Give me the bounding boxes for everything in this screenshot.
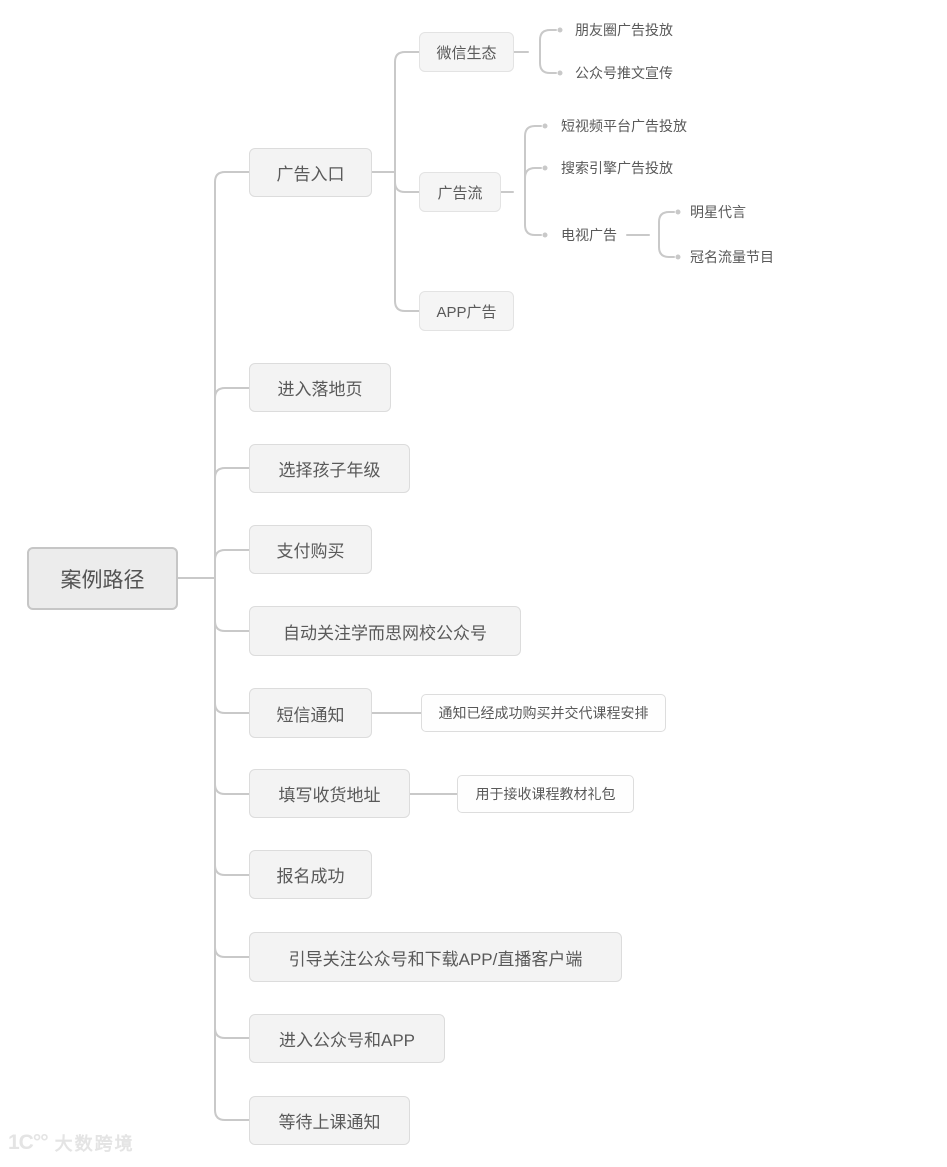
watermark-logo: 1C°° bbox=[8, 1131, 49, 1154]
node-guide-follow-download-app[interactable]: 引导关注公众号和下载APP/直播客户端 bbox=[249, 932, 622, 982]
leaf-short-video-platform-ads[interactable]: 短视频平台广告投放 bbox=[561, 118, 687, 134]
node-fill-shipping-address[interactable]: 填写收货地址 bbox=[249, 769, 410, 818]
leaf-celebrity-endorsement[interactable]: 明星代言 bbox=[690, 204, 746, 220]
node-app-ads[interactable]: APP广告 bbox=[419, 291, 514, 331]
node-select-grade[interactable]: 选择孩子年级 bbox=[249, 444, 410, 493]
node-enter-account-and-app[interactable]: 进入公众号和APP bbox=[249, 1014, 445, 1063]
node-auto-follow-official-account[interactable]: 自动关注学而思网校公众号 bbox=[249, 606, 521, 656]
leaf-search-engine-ads[interactable]: 搜索引擎广告投放 bbox=[561, 160, 673, 176]
node-signup-success[interactable]: 报名成功 bbox=[249, 850, 372, 899]
watermark: 1C°° 大数跨境 bbox=[8, 1130, 135, 1156]
leaf-official-account-posts[interactable]: 公众号推文宣传 bbox=[575, 65, 673, 81]
leaf-sponsored-program[interactable]: 冠名流量节目 bbox=[690, 249, 774, 265]
leaf-moments-ad-placement[interactable]: 朋友圈广告投放 bbox=[575, 22, 673, 38]
node-landing-page[interactable]: 进入落地页 bbox=[249, 363, 391, 412]
node-wechat-ecosystem[interactable]: 微信生态 bbox=[419, 32, 514, 72]
node-wait-class-notice[interactable]: 等待上课通知 bbox=[249, 1096, 410, 1145]
node-sms-notice[interactable]: 短信通知 bbox=[249, 688, 372, 738]
watermark-text: 大数跨境 bbox=[54, 1134, 135, 1154]
note-address-purpose[interactable]: 用于接收课程教材礼包 bbox=[457, 775, 634, 813]
node-ad-entry[interactable]: 广告入口 bbox=[249, 148, 372, 197]
note-sms-content[interactable]: 通知已经成功购买并交代课程安排 bbox=[421, 694, 666, 732]
node-case-path[interactable]: 案例路径 bbox=[27, 547, 178, 610]
node-ad-flow[interactable]: 广告流 bbox=[419, 172, 501, 212]
leaf-tv-ads[interactable]: 电视广告 bbox=[561, 227, 617, 243]
node-pay-purchase[interactable]: 支付购买 bbox=[249, 525, 372, 574]
